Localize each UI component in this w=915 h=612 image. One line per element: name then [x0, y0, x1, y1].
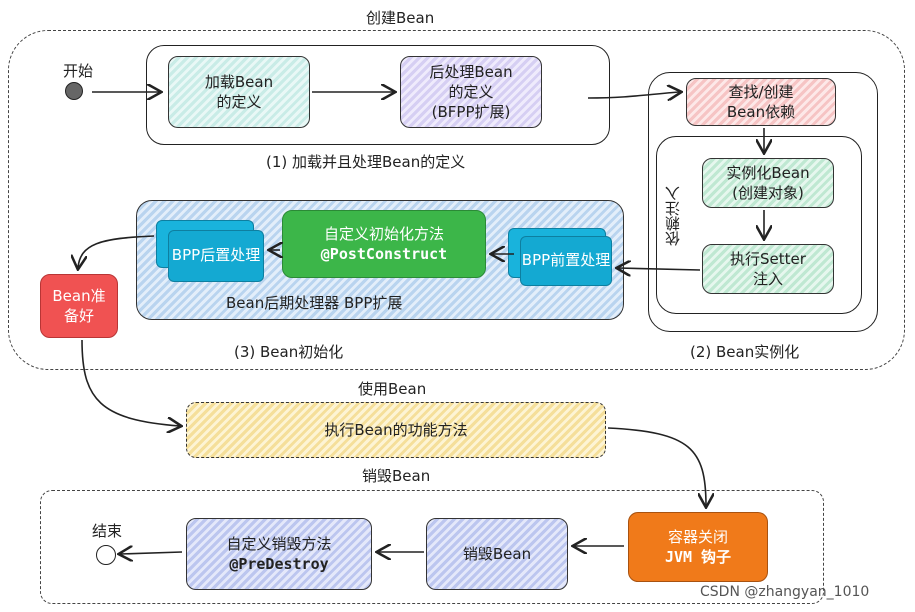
phase1-label: (1) 加载并且处理Bean的定义 [266, 153, 466, 171]
find-dependency-node[interactable]: 查找/创建 Bean依赖 [686, 78, 836, 126]
load-definition-line1: 加载Bean [204, 72, 274, 91]
start-node [65, 82, 83, 100]
arrow-ready-to-execute [81, 339, 180, 426]
bean-ready-line2: 备好 [63, 307, 94, 325]
bpp-after-node[interactable]: BPP后置处理 [168, 230, 264, 282]
arrow-execute-to-close [607, 427, 706, 506]
load-definition-line2: 的定义 [216, 93, 262, 111]
bpp-before-line2: 前置处理 [550, 251, 611, 270]
bpp-after-line2: 后置处理 [200, 246, 261, 265]
post-process-line1: 后处理Bean [429, 62, 513, 81]
use-bean-title: 使用Bean [358, 380, 427, 398]
load-definition-node[interactable]: 加载Bean 的定义 [168, 56, 310, 128]
container-close-line2: JVM 钩子 [664, 548, 732, 566]
instantiate-line1: 实例化Bean [726, 163, 810, 182]
instantiate-line2: (创建对象) [732, 184, 804, 202]
destroy-bean-region [40, 490, 824, 604]
setter-line2: 注入 [752, 270, 783, 288]
execute-function-label: 执行Bean的功能方法 [324, 420, 468, 439]
bean-ready-node[interactable]: Bean准备好 [40, 274, 118, 338]
phase3-label: (3) Bean初始化 [234, 343, 344, 361]
find-dependency-line1: 查找/创建 [728, 82, 794, 101]
arrow-setter-to-bpp-before [618, 268, 701, 270]
end-label: 结束 [92, 522, 123, 540]
instantiate-node[interactable]: 实例化Bean (创建对象) [702, 158, 834, 208]
bpp-after-line1: BPP [171, 246, 201, 265]
custom-destroy-node[interactable]: 自定义销毁方法 @PreDestroy [186, 518, 372, 590]
phase2-label: (2) Bean实例化 [690, 343, 800, 361]
arrow-postprocess-to-find [587, 92, 680, 98]
post-process-line3: (BFPP扩展) [431, 103, 511, 122]
custom-init-line2: @PostConstruct [320, 245, 448, 263]
destroy-node[interactable]: 销毁Bean [426, 518, 568, 590]
destroy-bean-title: 销毁Bean [362, 467, 431, 485]
setter-injection-node[interactable]: 执行Setter 注入 [702, 244, 834, 294]
create-bean-region [8, 30, 905, 370]
arrow-custom-to-end [120, 552, 183, 554]
start-label: 开始 [63, 62, 94, 80]
bpp-before-line1: BPP [521, 251, 551, 270]
custom-destroy-line1: 自定义销毁方法 [226, 534, 332, 553]
phase2-container [648, 72, 878, 332]
custom-destroy-line2: @PreDestroy [229, 555, 329, 573]
bpp-extension-label: Bean后期处理器 BPP扩展 [226, 294, 403, 312]
container-close-node[interactable]: 容器关闭 JVM 钩子 [628, 512, 768, 582]
execute-function-node[interactable]: 执行Bean的功能方法 [186, 402, 606, 458]
setter-line1: 执行Setter [730, 249, 806, 268]
watermark: CSDN @zhangyan_1010 [700, 584, 870, 600]
bpp-before-node[interactable]: BPP前置处理 [520, 236, 612, 286]
post-process-line2: 的定义 [448, 82, 494, 101]
phase1-container [146, 45, 610, 145]
create-bean-title: 创建Bean [366, 9, 435, 27]
destroy-label: 销毁Bean [462, 544, 532, 563]
arrow-bpp-after-to-ready [78, 235, 155, 268]
bean-ready-line1: Bean准 [52, 286, 106, 305]
custom-init-line1: 自定义初始化方法 [323, 224, 444, 243]
end-node [96, 545, 116, 565]
dependency-injection-container [656, 136, 862, 314]
find-dependency-line2: Bean依赖 [726, 103, 796, 121]
custom-init-node[interactable]: 自定义初始化方法 @PostConstruct [282, 210, 486, 278]
container-close-line1: 容器关闭 [667, 527, 728, 546]
